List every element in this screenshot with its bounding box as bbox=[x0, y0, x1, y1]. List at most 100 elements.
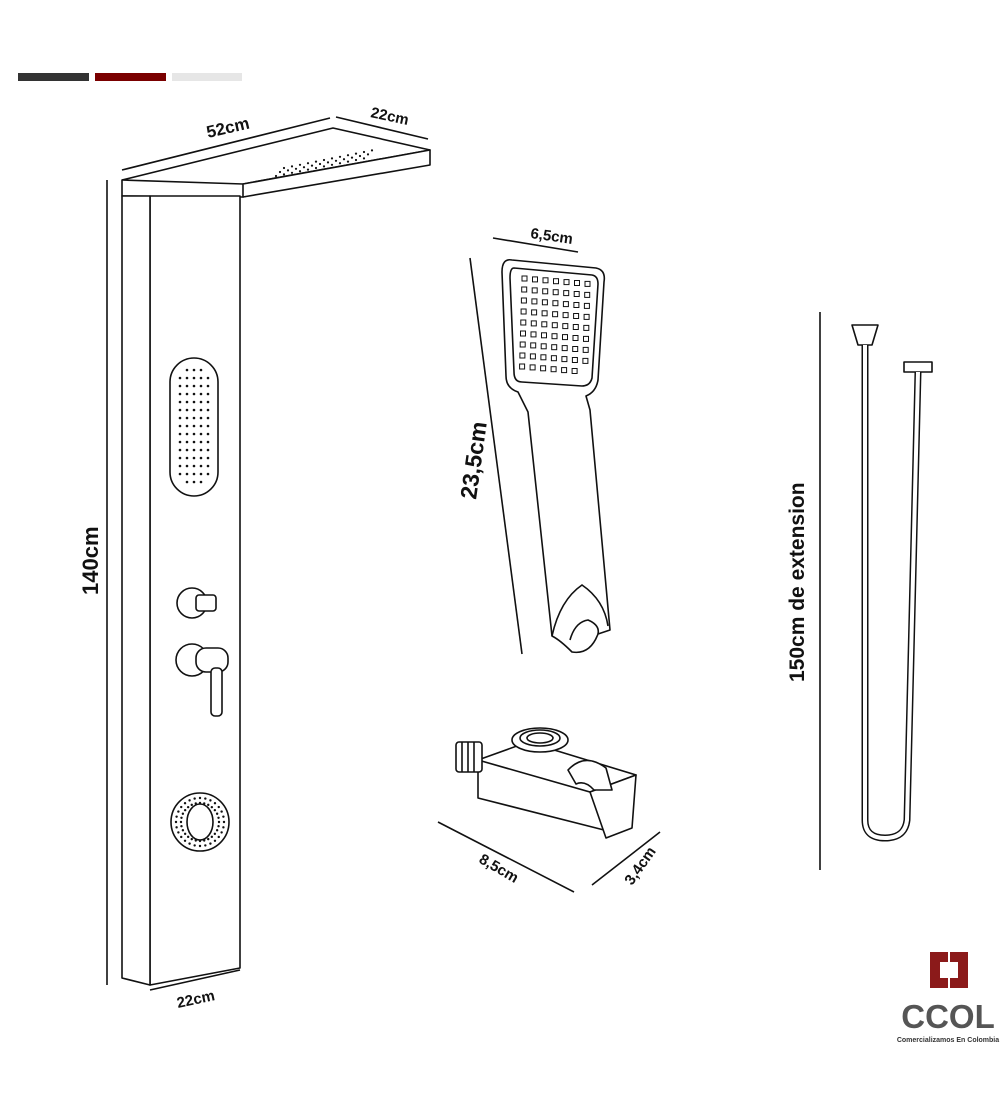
nozzle-dot bbox=[338, 155, 342, 158]
spray-nozzle bbox=[550, 355, 557, 362]
logo-name: CCOL bbox=[901, 998, 995, 1035]
nozzle-dot bbox=[178, 408, 182, 412]
spray-nozzle bbox=[573, 291, 580, 297]
nozzle-dot bbox=[314, 166, 318, 170]
color-bar-red bbox=[95, 73, 166, 81]
nozzle-dot bbox=[217, 805, 220, 809]
spray-nozzle bbox=[520, 297, 527, 304]
nozzle-dot bbox=[322, 158, 326, 162]
nozzle-dot bbox=[222, 826, 225, 829]
nozzle-dot bbox=[199, 424, 203, 428]
nozzle-dot bbox=[178, 424, 182, 428]
nozzle-dot bbox=[198, 844, 202, 848]
nozzle-dot bbox=[207, 837, 210, 841]
spray-nozzle bbox=[552, 300, 559, 307]
nozzle-dot bbox=[193, 844, 196, 847]
spray-nozzle bbox=[532, 276, 538, 283]
nozzle-dot bbox=[177, 831, 180, 834]
nozzle-dot bbox=[207, 803, 210, 807]
spray-nozzle bbox=[529, 353, 536, 360]
nozzle-dot bbox=[199, 416, 203, 420]
nozzle-dot bbox=[185, 432, 189, 436]
nozzle-dot bbox=[178, 384, 182, 388]
ccol-logo: CCOL Comercializamos En Colombia bbox=[897, 952, 999, 1044]
nozzle-dot bbox=[294, 167, 298, 170]
spray-nozzle bbox=[540, 365, 547, 372]
spray-nozzle bbox=[561, 356, 568, 363]
nozzle-dot bbox=[206, 424, 210, 428]
label-hand-length: 23,5cm bbox=[455, 420, 492, 501]
nozzle-dot bbox=[199, 440, 203, 444]
nozzle-dot bbox=[286, 169, 290, 172]
spray-nozzle bbox=[552, 289, 559, 296]
spray-nozzle bbox=[583, 302, 590, 309]
shower-holder-drawing bbox=[455, 727, 637, 839]
nozzle-dot bbox=[183, 802, 187, 805]
nozzle-dot bbox=[178, 464, 182, 468]
nozzle-dot bbox=[334, 159, 338, 162]
nozzle-dot bbox=[192, 416, 196, 420]
logo-mark-icon bbox=[930, 952, 968, 988]
nozzle-dot bbox=[206, 392, 210, 396]
spray-nozzle bbox=[562, 323, 569, 330]
nozzle-dot bbox=[192, 456, 196, 460]
spray-nozzle bbox=[542, 277, 549, 284]
nozzle-dot bbox=[178, 456, 182, 460]
nozzle-dot bbox=[192, 432, 196, 436]
nozzle-dot bbox=[180, 835, 183, 839]
nozzle-dot bbox=[298, 170, 302, 173]
nozzle-dot bbox=[342, 158, 346, 161]
nozzle-dot bbox=[181, 812, 185, 815]
nozzle-dot bbox=[185, 480, 189, 484]
spray-nozzle bbox=[550, 366, 557, 373]
nozzle-dot bbox=[362, 150, 366, 154]
dimension-line-width-bottom bbox=[149, 969, 241, 991]
nozzle-dot bbox=[358, 154, 362, 158]
nozzle-dot bbox=[185, 384, 189, 388]
spray-nozzle bbox=[520, 308, 527, 315]
nozzle-dot bbox=[217, 835, 220, 839]
spray-nozzle bbox=[521, 275, 528, 282]
nozzle-dot bbox=[185, 376, 189, 380]
nozzle-dot bbox=[180, 816, 183, 819]
spray-nozzle bbox=[562, 312, 569, 319]
nozzle-dot bbox=[220, 831, 223, 834]
nozzle-dot bbox=[192, 480, 196, 484]
nozzle-dot bbox=[215, 812, 219, 815]
spray-nozzle bbox=[520, 319, 527, 326]
nozzle-dot bbox=[346, 154, 350, 157]
nozzle-dot bbox=[192, 440, 196, 444]
nozzle-dot bbox=[199, 472, 203, 476]
nozzle-dot bbox=[346, 160, 350, 163]
nozzle-dot bbox=[174, 820, 178, 824]
nozzle-dot bbox=[306, 162, 310, 165]
spray-nozzle bbox=[541, 299, 548, 306]
spray-nozzle bbox=[530, 342, 537, 349]
hose-drawing bbox=[851, 324, 933, 842]
nozzle-dot bbox=[354, 152, 358, 155]
nozzle-dot bbox=[370, 149, 374, 152]
nozzle-dot bbox=[310, 164, 314, 167]
nozzle-dot bbox=[302, 166, 306, 169]
nozzle-dot bbox=[199, 368, 203, 372]
nozzle-dot bbox=[179, 820, 183, 824]
nozzle-dot bbox=[178, 432, 182, 436]
nozzle-dot bbox=[350, 156, 354, 159]
label-width-bottom: 22cm bbox=[175, 987, 216, 1012]
nozzle-dot bbox=[222, 815, 225, 818]
dimension-line-width-top bbox=[121, 117, 331, 171]
nozzle-dot bbox=[290, 165, 294, 168]
nozzle-dot bbox=[330, 163, 334, 166]
nozzle-dot bbox=[185, 392, 189, 396]
nozzle-dot bbox=[338, 162, 342, 165]
nozzle-dot bbox=[206, 464, 210, 468]
nozzle-dot bbox=[190, 837, 193, 841]
nozzle-dot bbox=[213, 802, 217, 805]
color-bar-light bbox=[172, 73, 242, 81]
nozzle-dot bbox=[192, 384, 196, 388]
nozzle-dot bbox=[206, 472, 210, 476]
nozzle-dot bbox=[282, 166, 286, 170]
nozzle-dot bbox=[199, 456, 203, 460]
nozzle-dot bbox=[188, 842, 191, 845]
nozzle-dot bbox=[290, 171, 294, 174]
